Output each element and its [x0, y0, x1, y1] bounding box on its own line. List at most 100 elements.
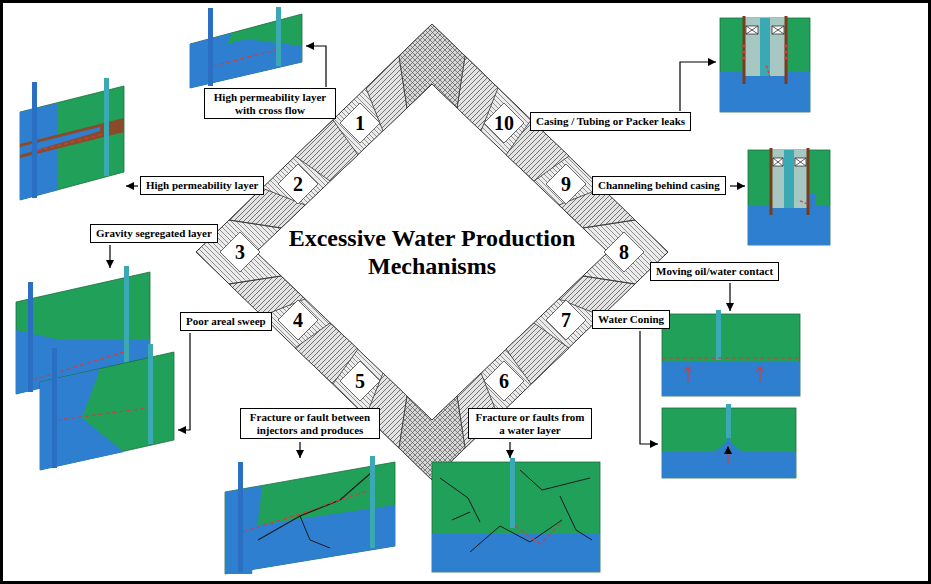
- reservoir-illustration: [759, 368, 760, 382]
- callout-number: 7: [561, 310, 571, 330]
- reservoir-illustration: [662, 310, 800, 396]
- label-text: Moving oil/water contact: [656, 265, 773, 278]
- reservoir-illustration: [470, 520, 562, 552]
- callout-number: 1: [355, 113, 365, 133]
- reservoir-illustration: [687, 368, 688, 382]
- reservoir-illustration: [560, 496, 592, 540]
- diamond-band: [196, 24, 668, 480]
- reservoir-illustration: [662, 404, 796, 478]
- leader-arrows: [299, 442, 300, 458]
- number-diamond-shape: [546, 164, 586, 204]
- reservoir-illustration: [238, 462, 243, 572]
- label-text: Gravity segregated layer: [96, 227, 212, 240]
- reservoir-illustration: [662, 436, 796, 478]
- label-text: Fracture or fault between injectors and …: [246, 411, 374, 436]
- reservoir-illustration: [748, 148, 830, 245]
- reservoir-illustration: [37, 134, 104, 151]
- number-diamond: 1: [339, 102, 381, 144]
- number-diamond-shape: [220, 232, 260, 272]
- diamond-band: [399, 24, 465, 108]
- label-text: Poor areal sweep: [186, 315, 266, 328]
- reservoir-illustration: [452, 512, 470, 520]
- reservoir-illustration: [772, 150, 807, 208]
- reservoir-illustration: [28, 282, 33, 392]
- label-box: Water Coning: [592, 310, 670, 329]
- label-text: High permeability layer: [146, 179, 258, 192]
- diamond-band: [229, 220, 635, 284]
- label-box: Fracture or fault between injectors and …: [240, 408, 380, 439]
- reservoir-illustration: [515, 522, 562, 544]
- diamond-band: [229, 276, 281, 284]
- diamond-band: [196, 24, 668, 480]
- reservoir-illustration: [40, 344, 174, 470]
- reservoir-illustration: [225, 486, 262, 574]
- number-diamond-shape: [546, 300, 586, 340]
- reservoir-illustration: [726, 404, 731, 438]
- reservoir-illustration: [720, 18, 810, 112]
- leader-arrows: [306, 46, 326, 87]
- reservoir-illustration: [32, 82, 37, 198]
- diamond-band: [229, 220, 281, 228]
- number-diamond: 7: [545, 299, 587, 341]
- diamond-band: [583, 276, 635, 284]
- number-diamond-shape: [604, 232, 644, 272]
- leader-arrows: [730, 185, 745, 186]
- number-diamond-shape: [484, 103, 524, 143]
- reservoir-illustration: [440, 470, 592, 552]
- reservoir-illustration: [432, 458, 600, 572]
- number-diamond: 8: [603, 231, 645, 273]
- reservoir-illustration: [148, 344, 153, 444]
- reservoir-illustration: [225, 462, 395, 574]
- callout-number: 10: [494, 113, 514, 133]
- reservoir-illustration: [104, 78, 109, 176]
- reservoir-illustration: [190, 14, 302, 88]
- callout-number: 9: [561, 174, 571, 194]
- callout-number: 2: [293, 174, 303, 194]
- reservoir-illustration: [225, 456, 395, 574]
- reservoir-illustration: [746, 26, 784, 34]
- reservoir-illustration: [57, 408, 148, 420]
- reservoir-illustration: [727, 446, 728, 464]
- reservoir-illustration: [742, 56, 745, 59]
- reservoir-illustration: [784, 44, 787, 47]
- callout-number: 3: [235, 242, 245, 262]
- number-diamond: 9: [545, 163, 587, 205]
- reservoir-illustration: [190, 7, 302, 88]
- reservoir-illustration: [742, 50, 745, 53]
- reservoir-illustration: [742, 44, 745, 47]
- reservoir-illustration: [720, 16, 810, 112]
- reservoir-illustration: [276, 7, 281, 66]
- reservoir-illustration: [684, 367, 692, 372]
- reservoir-illustration: [756, 367, 764, 372]
- reservoir-illustration: [213, 50, 276, 66]
- reservoir-illustration: [770, 148, 773, 215]
- leader-arrows: [126, 185, 138, 186]
- reservoir-illustration: [742, 44, 787, 59]
- diamond-band: [583, 220, 635, 228]
- number-diamond-shape: [340, 361, 380, 401]
- reservoir-illustration: [510, 458, 515, 528]
- reservoir-illustration: [743, 16, 746, 84]
- label-box: Moving oil/water contact: [650, 262, 779, 281]
- reservoir-illustration: [440, 478, 480, 522]
- reservoir-illustration: [773, 158, 806, 166]
- reservoir-illustration: [748, 150, 830, 245]
- reservoir-illustration: [784, 56, 787, 59]
- callout-number: 8: [619, 242, 629, 262]
- number-diamond-shape: [278, 300, 318, 340]
- reservoir-illustration: [773, 158, 806, 166]
- reservoir-illustration: [124, 266, 129, 364]
- leader-arrows: [640, 331, 658, 444]
- reservoir-illustration: [40, 352, 174, 470]
- number-diamond: 3: [219, 231, 261, 273]
- label-text: Casing / Tubing or Packer leaks: [536, 115, 685, 128]
- reservoir-illustration: [52, 348, 57, 468]
- reservoir-illustration: [716, 310, 721, 360]
- reservoir-illustration: [720, 72, 810, 112]
- reservoir-illustration: [520, 470, 590, 490]
- label-box: High permeability layer with cross flow: [204, 88, 336, 119]
- leader-arrows: [680, 62, 716, 111]
- reservoir-illustration: [746, 26, 784, 34]
- number-diamond: 5: [339, 360, 381, 402]
